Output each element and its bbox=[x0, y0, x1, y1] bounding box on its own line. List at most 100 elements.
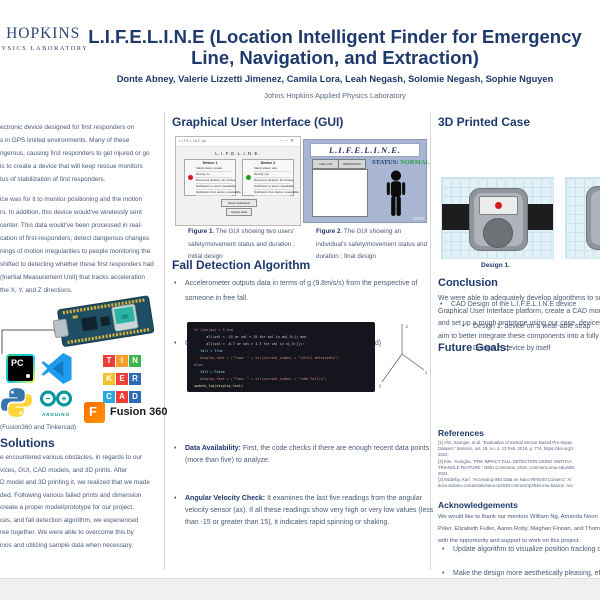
fusion360-letter: F bbox=[89, 404, 97, 419]
vscode-logo bbox=[41, 352, 72, 385]
future-goal-1: Update algorithm to visualize position t… bbox=[440, 546, 600, 553]
bottom-strip bbox=[0, 578, 600, 600]
figure1-window-title: L.I.F.E.L.I.N.E gui bbox=[179, 139, 207, 143]
tinkercad-tile: D bbox=[129, 391, 141, 403]
text-line: fall = True bbox=[194, 349, 223, 353]
text-line: Notification to send: unavailable bbox=[254, 183, 294, 190]
gui-heading: Graphical User Interface (GUI) bbox=[172, 115, 344, 129]
text-line: Notification to send: unavailable bbox=[196, 183, 236, 190]
text-line: Notification from device: unavailable bbox=[254, 189, 299, 196]
status-text: STATUS: NORMAL bbox=[372, 159, 430, 166]
text-line: display_text = ("Time: " + str(current_i… bbox=[194, 356, 339, 360]
design2-cad-image bbox=[565, 177, 600, 259]
text-line: s in GPS limited environments. Many of t… bbox=[0, 137, 130, 144]
solutions-heading: Solutions bbox=[0, 436, 55, 450]
fall-log-button: FALL LOG bbox=[312, 159, 340, 169]
divider-left bbox=[164, 112, 165, 570]
future-goal-2: Make the design more aesthetically pleas… bbox=[440, 570, 600, 577]
text-line: rs. In addition, this device would've wi… bbox=[0, 209, 142, 216]
poster-title: L.I.F.E.L.I.N.E (Location Intelligent Fi… bbox=[70, 26, 600, 68]
text-line: the X, Y, and Z directions. bbox=[0, 287, 73, 294]
affiliation: Johns Hopkins Applied Physics Laboratory bbox=[264, 91, 406, 100]
text-line: ded. Following various failed prints and… bbox=[0, 491, 142, 499]
text-line: Graphical User Interface platform, creat… bbox=[438, 307, 600, 315]
design2-sub-bullet: Design 2: device by itself bbox=[460, 345, 600, 352]
text-line: update_log(display_text) bbox=[194, 384, 243, 388]
tinkercad-tile: I bbox=[116, 355, 128, 367]
references-list: [1] Ahn, Soonjae, et al. “Evaluation of … bbox=[438, 440, 575, 490]
device-speaker-circle bbox=[483, 218, 513, 248]
text-line: create a proper model/prototype for our … bbox=[0, 504, 134, 511]
bullet-data-availability-lead: Data Availability: bbox=[185, 445, 241, 452]
text-line: Movement duration: 16 minutes bbox=[254, 177, 294, 184]
figure2-app-title: L.I.F.E.L.I.N.E. bbox=[310, 143, 420, 157]
references-heading: References bbox=[438, 428, 484, 438]
figure2-caption-label: Figure 2 bbox=[316, 228, 341, 235]
text-line: ngerous, causing first responders to get… bbox=[0, 150, 150, 157]
figure2-caption-text: . The GUI showing an individual's safety… bbox=[316, 228, 428, 260]
maximize-icon: ▫ bbox=[285, 138, 291, 143]
cad-design-bullet: CAD Design of the L.I.F.E.L.I.N.E device bbox=[438, 301, 600, 308]
text-line: Movement duration: 42 minutes bbox=[196, 177, 236, 184]
fall-detection-heading: Fall Detection Algorithm bbox=[172, 258, 311, 272]
bullet-data-availability: Data Availability: First, the code check… bbox=[172, 443, 435, 467]
fusion360-label: Fusion 360 bbox=[110, 406, 168, 418]
text-line: if (len(ax) > 5 and bbox=[194, 328, 233, 332]
acknowledgements-paragraph: We would like to thank our mentors Willi… bbox=[438, 511, 600, 547]
design1-cad-image bbox=[441, 177, 554, 259]
text-line: cation of first-responders, detect dange… bbox=[0, 235, 150, 242]
tinkercad-tile: A bbox=[116, 391, 128, 403]
tinkercad-tile: R bbox=[129, 373, 141, 385]
tinkercad-tile: C bbox=[103, 391, 115, 403]
arduino-infinity-icon bbox=[40, 390, 72, 407]
text-line: ectronic device designed for first respo… bbox=[0, 124, 135, 131]
arduino-logo: ARDUINO bbox=[36, 390, 76, 417]
text-line: tus of stabilization of first responders… bbox=[0, 176, 106, 183]
xyz-axis-diagram: z y x bbox=[379, 324, 428, 388]
arduino-label: ARDUINO bbox=[42, 412, 70, 417]
text-line: and set up a rough prototype using our c… bbox=[438, 320, 600, 327]
tools-caption: (Fusion360 and Tinkercad) bbox=[0, 424, 77, 431]
figure1-caption-label: Figure 1 bbox=[188, 228, 213, 235]
figure2-log-panel bbox=[312, 169, 368, 217]
text-line: docs.arduino.cc/tutorials/nano-rp2040-co… bbox=[438, 483, 574, 489]
pycharm-dot bbox=[26, 374, 30, 378]
tinkercad-tile: T bbox=[103, 355, 115, 367]
graph-data-button: GRAPH/DATA bbox=[338, 159, 366, 169]
text-line: Notification from device: unavailable bbox=[196, 189, 241, 196]
device-body bbox=[469, 188, 528, 251]
intro-paragraph-1: ectronic device designed for first respo… bbox=[0, 121, 150, 186]
figure2-caption: Figure 2. The GUI showing an individual'… bbox=[316, 226, 428, 264]
future-goals-heading: Future Goals: bbox=[438, 342, 510, 354]
text-line: Poler, Elizabeth Fuller, Aaron Roby, Meg… bbox=[438, 526, 600, 532]
figure1-caption-text: . The GUI showing two users' safety/move… bbox=[188, 228, 295, 260]
text-line: Safety status: unsafe bbox=[196, 166, 232, 172]
send-notification-button: Send notification bbox=[221, 199, 257, 207]
svg-text:∞: ∞ bbox=[120, 311, 130, 323]
authors: Donte Abney, Valerie Lizzetti Jimenez, C… bbox=[116, 74, 554, 84]
bullet-angular-velocity: Angular Velocity Check: It examines the … bbox=[172, 493, 435, 529]
text-line: [2] Kim, Youngho. “PRE-IMPACT FALL DETEC… bbox=[438, 458, 573, 464]
device2-title: Device 2 bbox=[260, 161, 276, 165]
text-line: We would like to thank our mentors Willi… bbox=[438, 514, 598, 520]
text-line: [3] Söderby, Karl. “Accessing IMU Data o… bbox=[438, 477, 572, 483]
text-line: Dataset.” Sensors, vol. 19, no. 4, 13 Fe… bbox=[438, 446, 574, 452]
device-red-indicator bbox=[495, 202, 502, 209]
status-label: STATUS: bbox=[372, 159, 399, 166]
device2-face bbox=[591, 191, 600, 245]
text-line: Safety status: safe bbox=[254, 166, 290, 172]
title-line-2: Line, Navigation, and Extraction) bbox=[191, 46, 479, 68]
text-line: ice was for it to monitor positioning an… bbox=[0, 196, 143, 203]
text-line: all(val < -0.7 or val > 1.3 for val in x… bbox=[194, 342, 305, 346]
solutions-paragraph: e encountered various obstacles, in rega… bbox=[0, 452, 150, 552]
conclusion-heading: Conclusion bbox=[438, 277, 498, 289]
text-line: e encountered various obstacles, in rega… bbox=[0, 454, 143, 461]
pycharm-label: PC bbox=[11, 358, 24, 368]
figure1-app-title: L.I.F.E.L.I.N.E. bbox=[215, 151, 261, 156]
axis-label-z: z bbox=[406, 324, 409, 329]
text-line: shifted to detecting whether these first… bbox=[0, 261, 154, 268]
